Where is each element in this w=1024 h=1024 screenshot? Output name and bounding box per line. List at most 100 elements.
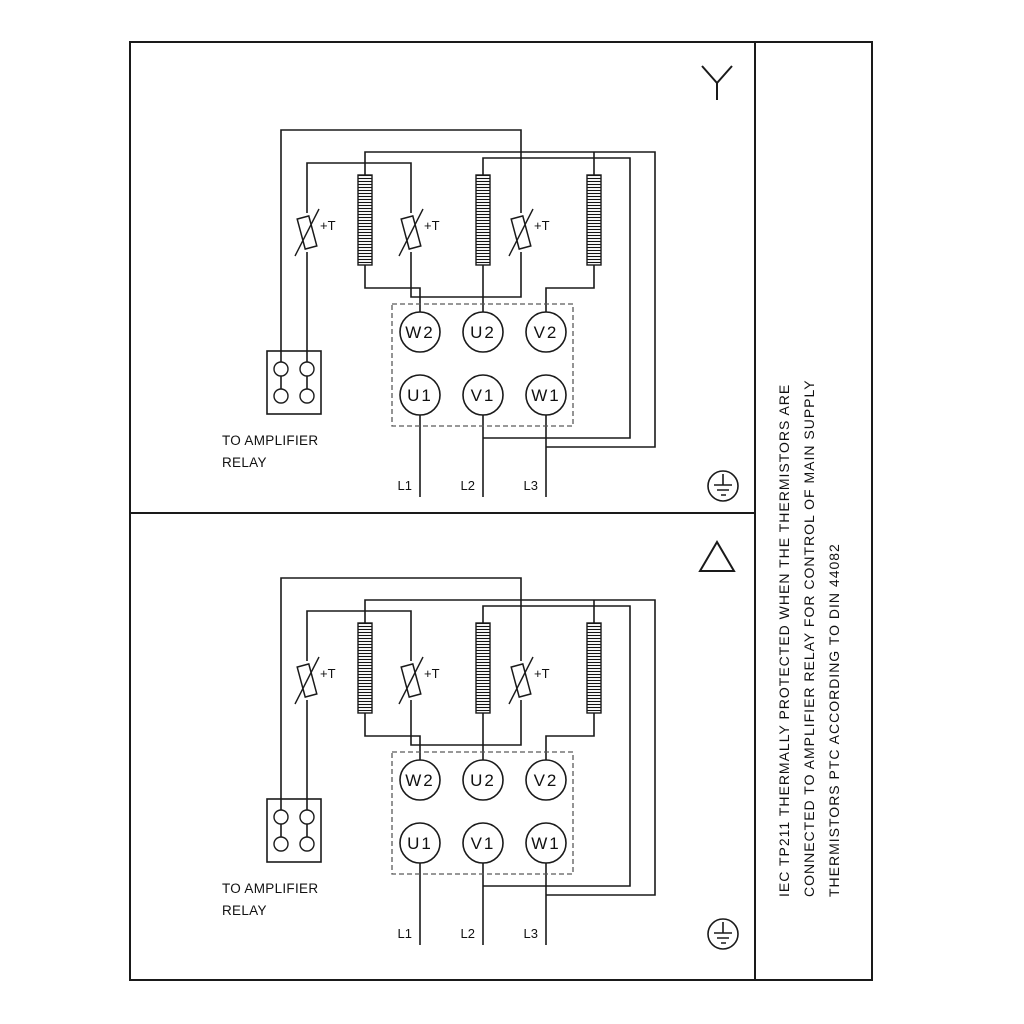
relay-box [266, 798, 322, 863]
thermistor-label: +T [534, 666, 550, 681]
relay-connector: TO AMPLIFIER RELAY [222, 798, 322, 918]
relay-caption-line2: RELAY [222, 903, 267, 918]
wire-outer-return [364, 151, 656, 448]
terminal-w1-label: W1 [531, 386, 561, 405]
wire-winding1-to-w2 [364, 713, 421, 760]
terminal-u2 [462, 311, 504, 353]
thermistor-stroke [398, 656, 424, 705]
terminal-v1 [462, 822, 504, 864]
motor-windings [357, 622, 602, 714]
supply-labels: L1 L2 L3 [398, 478, 538, 493]
terminal-u2-label: U2 [470, 771, 496, 790]
earth-ground-icon [707, 470, 739, 502]
thermistor-stroke [508, 656, 534, 705]
relay-pin [299, 388, 315, 404]
motor-windings [357, 174, 602, 266]
terminal-board: W2 U2 V2 U1 V1 W1 [391, 303, 574, 427]
wire-relay-to-thermistor3 [280, 577, 522, 799]
thermistor-1: +T [294, 208, 336, 257]
delta-symbol-icon [698, 540, 736, 572]
relay-pin-stubs [280, 351, 308, 389]
thermistor-label: +T [424, 666, 440, 681]
side-note-line2: CONNECTED TO AMPLIFIER RELAY FOR CONTROL… [801, 379, 817, 897]
terminal-w1 [525, 374, 567, 416]
supply-l1-label: L1 [398, 926, 412, 941]
terminal-board-outline [391, 751, 574, 875]
relay-pin [273, 809, 289, 825]
wire-thermistor2-thermistor3 [410, 700, 522, 746]
wire-thermistor1-thermistor2 [306, 162, 412, 213]
terminal-w1 [525, 822, 567, 864]
thermistor-stroke [294, 656, 320, 705]
winding-3 [586, 622, 602, 714]
supply-l1-label: L1 [398, 478, 412, 493]
star-symbol-icon [701, 65, 733, 100]
supply-labels: L1 L2 L3 [398, 926, 538, 941]
wire-winding3-to-v2 [545, 265, 595, 312]
thermistor-label: +T [424, 218, 440, 233]
terminal-u2 [462, 759, 504, 801]
relay-caption-line1: TO AMPLIFIER [222, 881, 318, 896]
terminal-w2 [399, 311, 441, 353]
side-note-line3: THERMISTORS PTC ACCORDING TO DIN 44082 [826, 543, 842, 897]
thermistor-1: +T [294, 656, 336, 705]
terminal-v2-label: V2 [534, 771, 559, 790]
terminal-u1 [399, 374, 441, 416]
terminal-u1-label: U1 [407, 386, 433, 405]
relay-pin [273, 388, 289, 404]
thermistor-3: +T [508, 656, 550, 705]
supply-l2-label: L2 [461, 926, 475, 941]
winding-1 [357, 174, 373, 266]
terminal-v2 [525, 311, 567, 353]
relay-connector: TO AMPLIFIER RELAY [222, 350, 322, 470]
side-note-line1: IEC TP211 THERMALLY PROTECTED WHEN THE T… [776, 384, 792, 897]
wiring-delta [280, 577, 656, 945]
supply-l2-label: L2 [461, 478, 475, 493]
wire-thermistor1-thermistor2 [306, 610, 412, 661]
relay-pin [299, 836, 315, 852]
relay-pin-stubs [280, 799, 308, 837]
winding-3 [586, 174, 602, 266]
wiring-star [280, 129, 656, 497]
terminal-u2-label: U2 [470, 323, 496, 342]
terminal-v2-label: V2 [534, 323, 559, 342]
wire-thermistor2-thermistor3 [410, 252, 522, 298]
outer-border [129, 41, 873, 981]
terminal-v1-label: V1 [471, 834, 496, 853]
supply-l3-label: L3 [524, 478, 538, 493]
wire-inner-return [482, 605, 631, 887]
side-note: IEC TP211 THERMALLY PROTECTED WHEN THE T… [776, 379, 842, 897]
thermistor-2: +T [398, 656, 440, 705]
thermistor-label: +T [320, 218, 336, 233]
wire-relay-to-thermistor3 [280, 129, 522, 351]
panel-delta: +T +T +T W2 U2 V2 U1 [222, 540, 739, 950]
supply-l3-label: L3 [524, 926, 538, 941]
winding-2 [475, 622, 491, 714]
terminal-v1 [462, 374, 504, 416]
relay-pin [273, 836, 289, 852]
terminal-w2 [399, 759, 441, 801]
thermistor-stroke [294, 208, 320, 257]
thermistor-label: +T [320, 666, 336, 681]
relay-caption-line2: RELAY [222, 455, 267, 470]
terminal-w2-label: W2 [405, 771, 435, 790]
wire-outer-return [364, 599, 656, 896]
terminal-v1-label: V1 [471, 386, 496, 405]
terminal-board-outline [391, 303, 574, 427]
wire-inner-return [482, 157, 631, 439]
earth-ground-icon [707, 918, 739, 950]
terminal-board: W2 U2 V2 U1 V1 W1 [391, 751, 574, 875]
winding-2 [475, 174, 491, 266]
thermistor-3: +T [508, 208, 550, 257]
thermistor-stroke [398, 208, 424, 257]
thermistor-stroke [508, 208, 534, 257]
relay-caption-line1: TO AMPLIFIER [222, 433, 318, 448]
terminal-v2 [525, 759, 567, 801]
terminal-u1 [399, 822, 441, 864]
terminal-u1-label: U1 [407, 834, 433, 853]
panel-star: +T +T +T W2 U2 V2 U1 [222, 65, 739, 502]
terminal-w1-label: W1 [531, 834, 561, 853]
relay-pin [299, 809, 315, 825]
